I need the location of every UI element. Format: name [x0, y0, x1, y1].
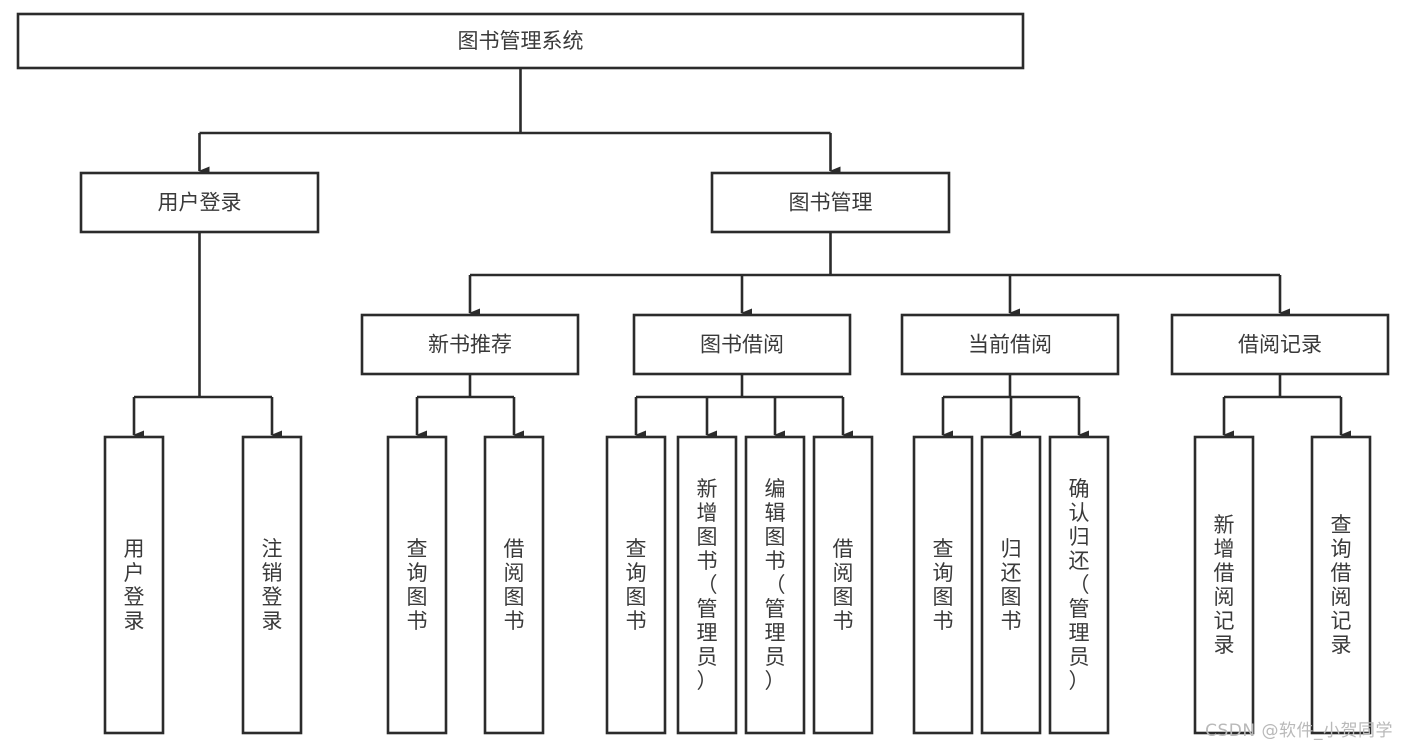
node-box [632, 313, 852, 376]
node-box [386, 435, 448, 735]
node-label: 借阅记录 [1238, 333, 1322, 357]
node-root[interactable]: 图书管理系统 [16, 12, 1025, 70]
node-box [360, 313, 580, 376]
node-label: 归还图书 [1001, 537, 1022, 633]
node-box [483, 435, 545, 735]
node-box [103, 435, 165, 735]
node-leaf-add-book[interactable]: 新增图书（管理员） [676, 435, 738, 735]
node-label: 借阅图书 [504, 537, 525, 633]
node-label: 编辑图书（管理员） [765, 477, 786, 693]
node-box [1048, 435, 1110, 735]
node-label: 用户登录 [124, 537, 145, 633]
node-leaf-query-book-3[interactable]: 查询图书 [912, 435, 974, 735]
node-label: 图书借阅 [700, 333, 784, 357]
node-box [980, 435, 1042, 735]
node-new-book-recommend[interactable]: 新书推荐 [360, 313, 580, 376]
node-label: 当前借阅 [968, 333, 1052, 357]
node-label: 新书推荐 [428, 333, 512, 357]
node-label: 图书管理 [789, 191, 873, 215]
node-box [912, 435, 974, 735]
node-box [710, 171, 951, 234]
node-leaf-add-record[interactable]: 新增借阅记录 [1193, 435, 1255, 735]
node-label: 查询借阅记录 [1331, 513, 1352, 657]
node-label: 查询图书 [933, 537, 954, 633]
node-box [900, 313, 1120, 376]
node-leaf-logout[interactable]: 注销登录 [241, 435, 303, 735]
node-leaf-query-book-1[interactable]: 查询图书 [386, 435, 448, 735]
node-leaf-borrow-book-2[interactable]: 借阅图书 [812, 435, 874, 735]
node-borrow-record[interactable]: 借阅记录 [1170, 313, 1390, 376]
node-label: 图书管理系统 [458, 29, 584, 53]
edge-layer [132, 68, 1351, 440]
node-label: 注销登录 [262, 537, 283, 633]
node-box [1170, 313, 1390, 376]
node-label: 查询图书 [626, 537, 647, 633]
node-box [16, 12, 1025, 70]
node-book-manage[interactable]: 图书管理 [710, 171, 951, 234]
node-leaf-user-login[interactable]: 用户登录 [103, 435, 165, 735]
node-label: 借阅图书 [833, 537, 854, 633]
node-layer: 图书管理系统用户登录图书管理新书推荐图书借阅当前借阅借阅记录用户登录注销登录查询… [16, 12, 1390, 735]
node-box [812, 435, 874, 735]
node-current-borrow[interactable]: 当前借阅 [900, 313, 1120, 376]
node-label: 确认归还（管理员） [1069, 477, 1090, 693]
node-leaf-query-record[interactable]: 查询借阅记录 [1310, 435, 1372, 735]
node-label: 新增借阅记录 [1214, 513, 1235, 657]
node-box [605, 435, 667, 735]
node-label: 用户登录 [158, 191, 242, 215]
node-leaf-return-book[interactable]: 归还图书 [980, 435, 1042, 735]
node-leaf-confirm-return[interactable]: 确认归还（管理员） [1048, 435, 1110, 735]
node-leaf-edit-book[interactable]: 编辑图书（管理员） [744, 435, 806, 735]
node-box [676, 435, 738, 735]
node-label: 新增图书（管理员） [697, 477, 718, 693]
node-user-login[interactable]: 用户登录 [79, 171, 320, 234]
node-label: 查询图书 [407, 537, 428, 633]
node-book-borrow[interactable]: 图书借阅 [632, 313, 852, 376]
node-box [79, 171, 320, 234]
node-box [1310, 435, 1372, 735]
node-leaf-borrow-book-1[interactable]: 借阅图书 [483, 435, 545, 735]
node-box [1193, 435, 1255, 735]
node-box [241, 435, 303, 735]
node-leaf-query-book-2[interactable]: 查询图书 [605, 435, 667, 735]
node-box [744, 435, 806, 735]
